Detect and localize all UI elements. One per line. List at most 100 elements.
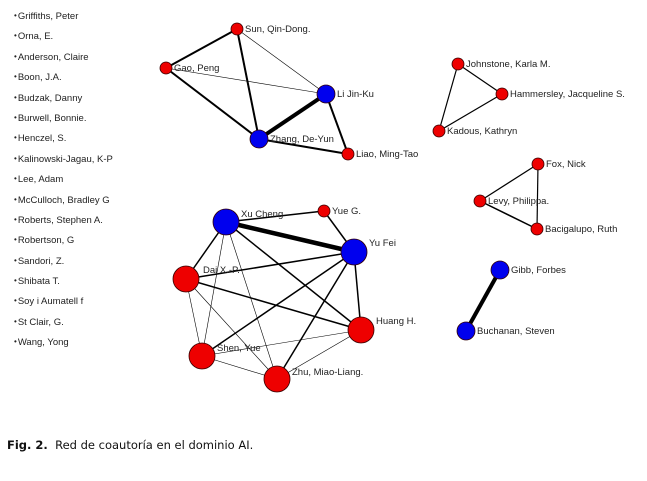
edge-li-liao [325,93,349,155]
author-name: Henczel, S. [17,133,67,145]
edge-sun-gao [165,28,238,69]
edge-johnstone-hammersley [457,63,503,95]
author-name: Shibata T. [17,276,60,288]
edge-gibb-buchanan [464,269,502,332]
edge-yufei-zhu [276,251,355,380]
node-sun [230,22,244,36]
node-label: Levy, Philippa. [488,196,549,207]
isolated-author: •St Clair, G. [14,317,113,337]
edge-xu-yufei [225,219,355,255]
edge-xu-huang [225,221,362,331]
bullet-icon: • [14,11,17,20]
node-li [316,84,336,104]
bullet-icon: • [14,194,17,204]
bullet-icon: • [14,51,17,61]
bullet-icon: • [14,31,17,41]
author-name: Sandori, Z. [17,255,65,267]
bullet-icon: • [14,92,17,102]
edge-johnstone-kadous [438,63,459,132]
figure-caption: Fig. 2. Red de coautoría en el dominio A… [7,438,253,452]
node-label: Liao, Ming-Tao [356,149,418,160]
node-shen [188,342,216,370]
caption-text: Red de coautoría en el dominio AI. [55,438,254,452]
isolated-author: •Kalinowski-Jagau, K-P [14,154,113,174]
edge-gao-li [165,67,327,95]
author-name: Wang, Yong [17,337,69,349]
edge-hammersley-kadous [438,93,503,132]
node-label: Kadous, Kathryn [447,126,517,137]
isolated-author: •Orna, E. [14,31,113,51]
author-name: McCulloch, Bradley G [17,194,110,206]
author-name: Kalinowski-Jagau, K-P [17,153,113,165]
isolated-author: •Boon, J.A. [14,72,113,92]
node-yueg [317,204,331,218]
node-label: Buchanan, Steven [477,326,555,337]
isolated-author: •Wang, Yong [14,337,113,357]
author-name: Griffiths, Peter [17,11,79,22]
node-buchanan [456,321,476,341]
edge-fox-levy [479,163,539,202]
node-label: Yue G. [332,206,361,217]
isolated-authors-list: •Griffiths, Peter•Orna, E.•Anderson, Cla… [14,11,113,358]
edge-dai-huang [185,278,362,331]
edge-yufei-dai [185,251,355,280]
isolated-author: •Shibata T. [14,276,113,296]
caption-label: Fig. 2. [7,438,48,452]
bullet-icon: • [14,214,17,224]
isolated-author: •Anderson, Claire [14,52,113,72]
edge-sun-li [236,28,327,95]
isolated-author: •Burwell, Bonnie. [14,113,113,133]
bullet-icon: • [14,316,17,326]
edge-fox-bacigalupo [536,163,539,230]
bullet-icon: • [14,255,17,265]
node-xu [212,208,240,236]
bullet-icon: • [14,276,17,286]
node-label: Xu Cheng [241,209,283,220]
node-gibb [490,260,510,280]
author-name: Boon, J.A. [17,72,62,84]
author-name: St Clair, G. [17,316,64,328]
node-label: Zhu, Miao-Liang. [292,367,363,378]
node-bacigalupo [530,222,544,236]
node-levy [473,194,487,208]
author-name: Burwell, Bonnie. [17,112,87,124]
isolated-author: •Griffiths, Peter [14,11,113,31]
edge-yufei-shen [201,251,355,357]
author-name: Orna, E. [17,31,54,43]
bullet-icon: • [14,112,17,122]
node-zhang [249,129,269,149]
author-name: Anderson, Claire [17,51,89,63]
isolated-author: •Roberts, Stephen A. [14,215,113,235]
edge-xu-yueg [225,210,325,223]
isolated-author: •Budzak, Danny [14,93,113,113]
node-label: Dai X.-P. [203,265,240,276]
edge-gao-zhang [165,67,260,140]
edges [165,28,539,380]
node-label: Gibb, Forbes [511,265,566,276]
author-name: Budzak, Danny [17,92,83,104]
node-hammersley [495,87,509,101]
node-label: Fox, Nick [546,159,586,170]
node-fox [531,157,545,171]
bullet-icon: • [14,235,17,245]
bullet-icon: • [14,337,17,347]
edge-shen-huang [201,329,362,357]
author-name: Robertson, G [17,235,75,247]
isolated-author: •McCulloch, Bradley G [14,195,113,215]
edge-dai-zhu [185,278,278,380]
node-label: Bacigalupo, Ruth [545,224,617,235]
node-liao [341,147,355,161]
author-name: Roberts, Stephen A. [17,214,103,226]
edge-levy-bacigalupo [479,200,538,230]
author-name: Soy i Aumatell f [17,296,84,308]
node-label: Zhang, De-Yun [270,134,334,145]
isolated-author: •Sandori, Z. [14,256,113,276]
isolated-author: •Soy i Aumatell f [14,296,113,316]
edge-zhang-liao [258,138,349,155]
bullet-icon: • [14,133,17,143]
node-johnstone [451,57,465,71]
node-huang [347,316,375,344]
